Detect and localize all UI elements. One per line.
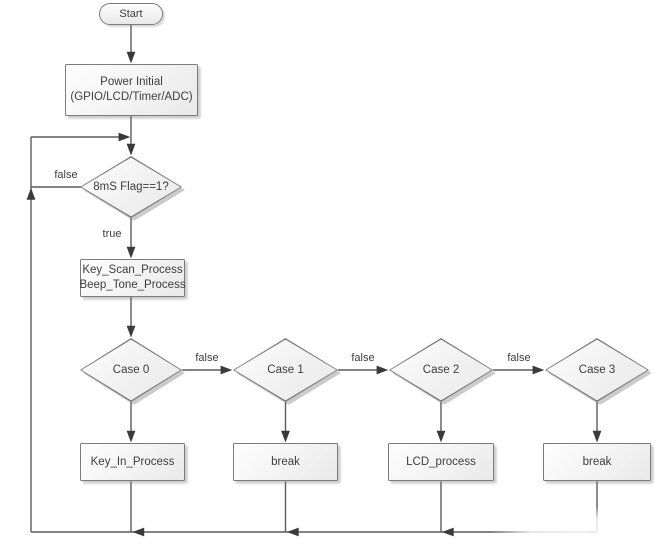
power-initial-line2: (GPIO/LCD/Timer/ADC) (70, 91, 193, 103)
node-case-2: Case 2 (389, 338, 496, 405)
power-initial-label: Power Initial (GPIO/LCD/Timer/ADC) (70, 75, 192, 105)
node-break-2: break (543, 443, 651, 481)
key-scan-line1: Key_Scan_Process (82, 264, 183, 276)
key-scan-line2: Beep_Tone_Process (79, 279, 186, 291)
label-flag-true: true (102, 228, 122, 240)
key-in-process-label: Key_In_Process (90, 455, 175, 468)
arrowhead-into-break2 (592, 430, 602, 443)
arrowhead-collector-1 (132, 527, 145, 537)
arrowhead-into-keyin (126, 430, 136, 443)
node-start: Start (99, 3, 163, 25)
node-case-0: Case 0 (80, 338, 185, 405)
case-0-label: Case 0 (112, 364, 150, 376)
power-initial-line1: Power Initial (100, 76, 163, 88)
node-case-3: Case 3 (545, 338, 652, 405)
case-3-label: Case 3 (578, 364, 616, 376)
start-label: Start (119, 7, 143, 20)
arrowhead-into-case3 (532, 365, 545, 375)
arrowhead-into-case0 (126, 325, 136, 338)
node-key-scan: Key_Scan_Process Beep_Tone_Process (79, 259, 186, 297)
arrowhead-loop-up (26, 188, 36, 200)
arrowhead-into-keyscan (126, 246, 136, 259)
label-flag-false: false (54, 169, 78, 181)
arrowhead-loop-merge (118, 132, 131, 142)
arrowhead-collector-3 (442, 527, 454, 537)
case-2-label: Case 2 (422, 364, 460, 376)
arrowhead-into-lcd (436, 430, 446, 443)
case-1-label: Case 1 (267, 364, 304, 376)
lcd-process-label: LCD_process (406, 455, 476, 468)
arrowhead-into-case2 (376, 365, 389, 375)
label-case0-false: false (195, 352, 219, 364)
node-lcd-process: LCD_process (388, 443, 494, 481)
node-case-1: Case 1 (233, 338, 341, 405)
arrowhead-into-decision (126, 143, 136, 156)
node-flag-decision: 8mS Flag==1? (80, 156, 185, 221)
break-2-label: break (582, 455, 612, 468)
break-1-label: break (271, 455, 300, 468)
arrowhead-collector-2 (287, 527, 299, 537)
arrowhead-into-case1 (220, 365, 233, 375)
label-case1-false: false (351, 352, 375, 364)
node-key-in-process: Key_In_Process (80, 443, 185, 481)
node-break-1: break (233, 443, 338, 481)
label-case2-false: false (507, 352, 531, 364)
node-power-initial: Power Initial (GPIO/LCD/Timer/ADC) (65, 64, 198, 116)
flag-decision-label: 8mS Flag==1? (93, 181, 169, 193)
key-scan-label: Key_Scan_Process Beep_Tone_Process (79, 263, 185, 293)
arrowhead-into-break1 (281, 430, 290, 443)
arrowhead-into-power (126, 51, 136, 64)
